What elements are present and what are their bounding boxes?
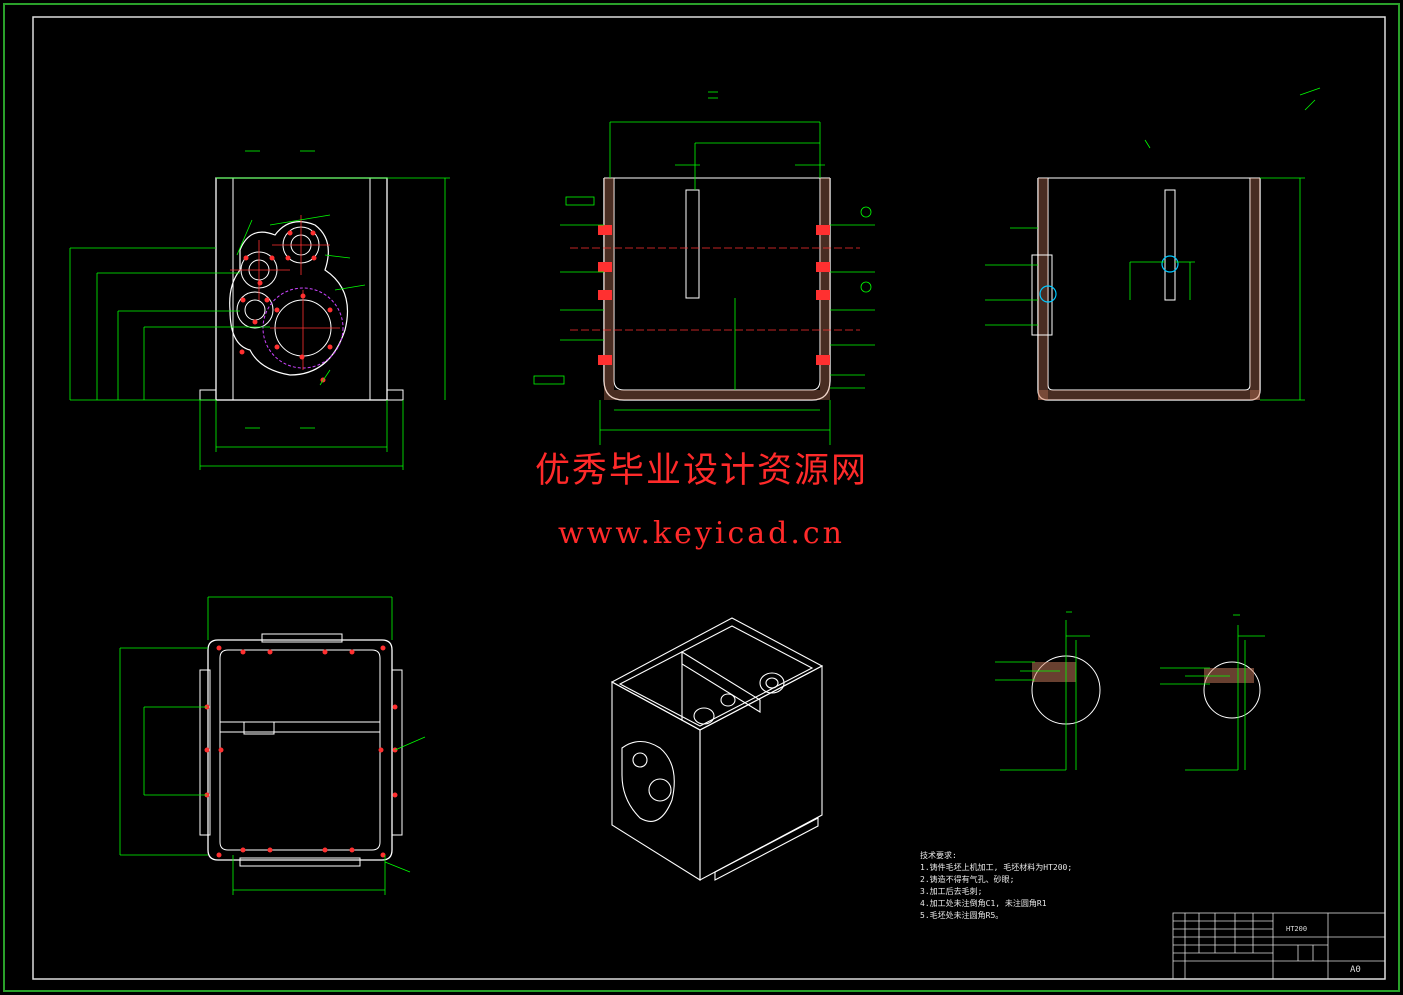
title-block [1172,912,1386,980]
inner-border [32,16,1386,980]
watermark-title: 优秀毕业设计资源网 [534,451,868,491]
front-view-left [69,150,450,470]
note-item: 1.铸件毛坯上机加工, 毛坯材料为HT200; [920,863,1073,872]
note-item: 2.铸造不得有气孔、砂眼; [920,875,1015,884]
detail-view-1 [995,611,1101,771]
watermark-url: www.keyicad.cn [557,516,846,551]
isometric-view [610,617,824,881]
outer-border [3,3,1400,992]
side-view-right [985,87,1321,401]
detail-view-2 [1160,614,1265,771]
note-item: 3.加工后去毛刺; [920,887,983,896]
note-item: 4.加工处未注倒角C1, 未注圆角R1 [920,899,1047,908]
notes-heading: 技术要求: [920,851,957,860]
title-block-sheet: A0 [1350,965,1361,975]
technical-requirements: 技术要求: 1.铸件毛坯上机加工, 毛坯材料为HT200; 2.铸造不得有气孔、砂眼… [920,850,1072,922]
note-item: 5.毛坯处未注圆角R5。 [920,911,1004,920]
top-view [119,596,426,895]
section-view-middle [533,91,875,445]
title-block-material: HT200 [1286,925,1308,933]
